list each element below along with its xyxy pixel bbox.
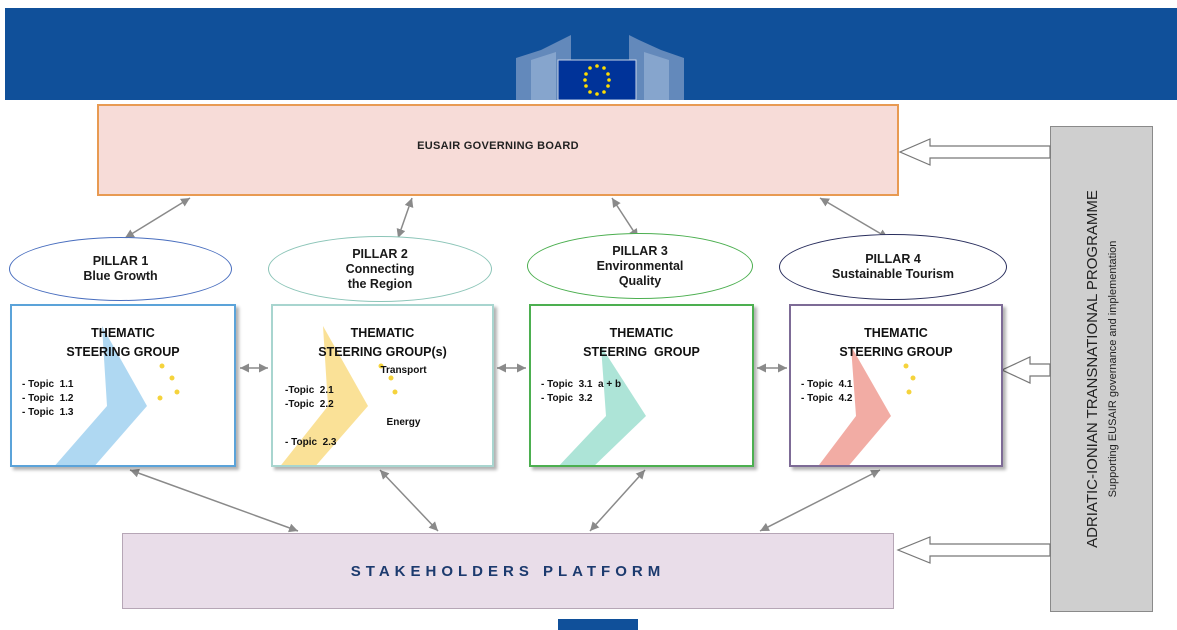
topic-3-1: - Topic 3.1 a + b bbox=[541, 379, 622, 390]
transnational-programme-box: ADRIATIC-IONIAN TRANSNATIONAL PROGRAMME … bbox=[1050, 126, 1153, 612]
pillar-3-oval: PILLAR 3 Environmental Quality bbox=[527, 233, 753, 299]
pillar-3-number: PILLAR 3 bbox=[612, 243, 668, 258]
panel-4-title-line1: THEMATIC bbox=[864, 326, 928, 340]
topic-3-2: - Topic 3.2 bbox=[541, 393, 593, 404]
steering-group-panel-3: THEMATIC STEERING GROUP - Topic 3.1 a + … bbox=[529, 304, 754, 467]
panel-2-transport-label: Transport bbox=[380, 365, 427, 376]
stakeholders-platform-label: STAKEHOLDERS PLATFORM bbox=[350, 562, 666, 580]
panel-3-title-line2: STEERING GROUP bbox=[583, 345, 700, 359]
pillar-4-oval: PILLAR 4 Sustainable Tourism bbox=[779, 234, 1007, 300]
topic-4-1: - Topic 4.1 bbox=[801, 379, 853, 390]
pillar-2-oval: PILLAR 2 Connecting the Region bbox=[268, 236, 492, 302]
steering-group-panel-1: THEMATIC STEERING GROUP - Topic 1.1 - To… bbox=[10, 304, 236, 467]
eu-wave-decoration bbox=[819, 346, 916, 465]
panel-4-title-line2: STEERING GROUP bbox=[839, 345, 953, 359]
pillar-4-number: PILLAR 4 bbox=[865, 252, 921, 266]
pillar-3-name-line2: Quality bbox=[618, 273, 662, 288]
topic-1-3: - Topic 1.3 bbox=[22, 407, 74, 418]
topic-2-2: -Topic 2.2 bbox=[285, 399, 334, 410]
panel-1-title-line2: STEERING GROUP bbox=[66, 345, 180, 359]
european-commission-logo bbox=[516, 35, 684, 100]
pillar-1-oval: PILLAR 1 Blue Growth bbox=[9, 237, 232, 301]
stakeholders-platform-box: STAKEHOLDERS PLATFORM bbox=[122, 533, 894, 609]
pillar-1-name: Blue Growth bbox=[83, 269, 158, 283]
pillar-2-name-line2: the Region bbox=[347, 276, 413, 291]
eu-wave-decoration bbox=[55, 326, 180, 465]
panel-3-title-line1: THEMATIC bbox=[609, 326, 674, 340]
eu-wave-decoration bbox=[281, 326, 398, 465]
panel-2-title-line1: THEMATIC bbox=[350, 326, 415, 340]
steering-group-panel-2: THEMATIC STEERING GROUP(s) Transport -To… bbox=[271, 304, 494, 467]
panel-1-title-line1: THEMATIC bbox=[91, 326, 155, 340]
panel-2-title-line2: STEERING GROUP(s) bbox=[318, 345, 447, 359]
pillar-2-number: PILLAR 2 bbox=[352, 246, 408, 261]
topic-1-1: - Topic 1.1 bbox=[22, 379, 74, 390]
footer-blue-tab bbox=[558, 619, 638, 630]
pillar-4-name: Sustainable Tourism bbox=[831, 267, 954, 281]
pillar-2-name-line1: Connecting bbox=[345, 261, 415, 276]
panel-2-energy-label: Energy bbox=[386, 417, 421, 428]
topic-1-2: - Topic 1.2 bbox=[22, 393, 74, 404]
topic-2-3: - Topic 2.3 bbox=[285, 437, 337, 448]
pillar-3-name-line1: Environmental bbox=[596, 258, 684, 273]
governing-board-box: EUSAIR GOVERNING BOARD bbox=[97, 104, 899, 196]
eu-wave-decoration bbox=[559, 346, 646, 465]
steering-group-panel-4: THEMATIC STEERING GROUP - Topic 4.1 - To… bbox=[789, 304, 1003, 467]
governing-board-label: EUSAIR GOVERNING BOARD bbox=[417, 140, 579, 152]
topic-4-2: - Topic 4.2 bbox=[801, 393, 853, 404]
pillar-1-number: PILLAR 1 bbox=[92, 254, 149, 268]
topic-2-1: -Topic 2.1 bbox=[285, 385, 334, 396]
